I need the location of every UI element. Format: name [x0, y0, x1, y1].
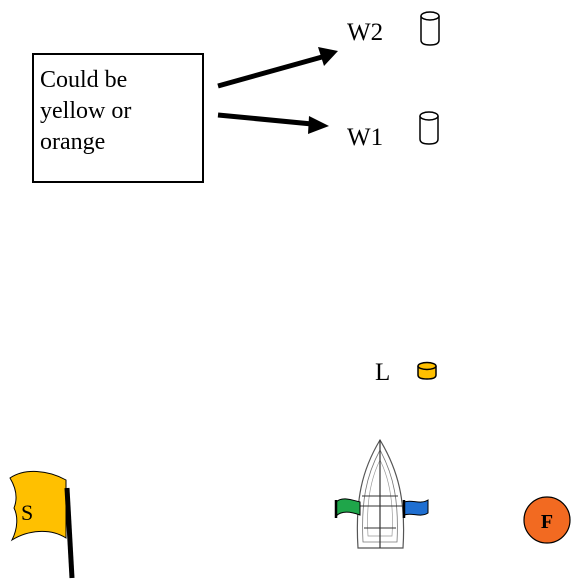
note-box: Could be yellow or orange [32, 53, 204, 183]
blue-flag-icon [402, 499, 429, 518]
arrow-to-w1 [217, 112, 329, 134]
l-mark-icon [417, 361, 437, 380]
arrow-to-w2 [217, 47, 338, 89]
w2-label: W2 [347, 19, 384, 46]
w2-mark-icon [420, 11, 440, 46]
note-line-2: yellow or [40, 98, 132, 124]
l-label: L [375, 359, 391, 386]
committee-boat-icon [356, 438, 405, 549]
w1-mark-icon [419, 111, 439, 145]
finish-mark-icon: F [523, 496, 571, 544]
note-line-3: orange [40, 129, 106, 155]
w1-label: W1 [347, 124, 384, 151]
finish-mark-label: F [541, 511, 553, 533]
note-line-1: Could be [40, 67, 128, 93]
start-flag-icon: S [9, 471, 75, 579]
start-flag-label: S [21, 500, 33, 525]
green-flag-icon [334, 498, 361, 518]
